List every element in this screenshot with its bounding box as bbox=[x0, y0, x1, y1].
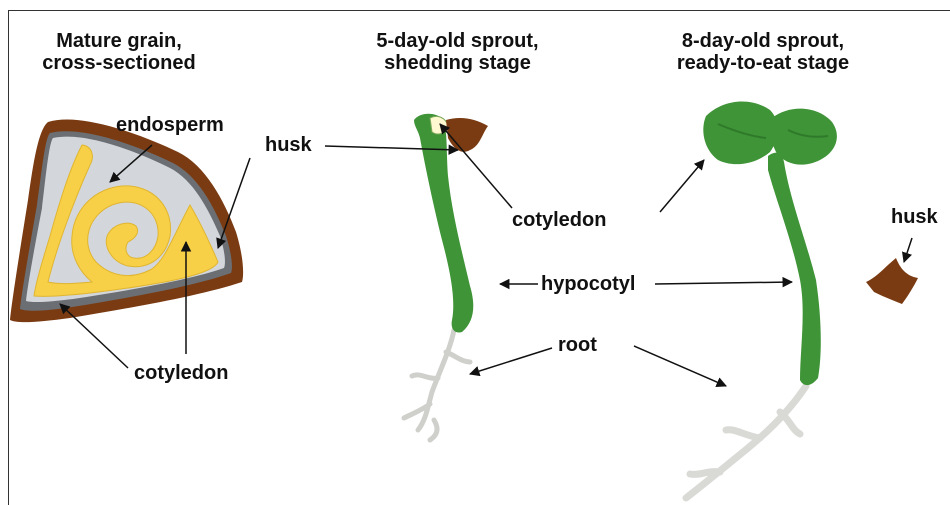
label-root: root bbox=[558, 334, 597, 356]
sprout-5-day bbox=[404, 114, 488, 440]
sprout5-title: 5-day-old sprout, shedding stage bbox=[350, 30, 565, 75]
sprout-8-day bbox=[686, 101, 837, 498]
sprout8-title: 8-day-old sprout, ready-to-eat stage bbox=[648, 30, 878, 75]
label-cotyledon-left: cotyledon bbox=[134, 362, 228, 384]
arrow-root-left bbox=[470, 348, 552, 374]
sprout-5-roots bbox=[404, 330, 470, 440]
grain-title: Mature grain, cross-sectioned bbox=[14, 30, 224, 75]
mature-grain-cross-section bbox=[10, 119, 243, 322]
label-endosperm: endosperm bbox=[116, 114, 224, 136]
sprout-8-hypocotyl bbox=[768, 153, 821, 385]
label-husk-left: husk bbox=[265, 134, 312, 156]
detached-husk bbox=[866, 258, 918, 304]
grain-title-line1: Mature grain, bbox=[14, 30, 224, 52]
arrow-root-right bbox=[634, 346, 726, 386]
sprout8-title-line2: ready-to-eat stage bbox=[648, 52, 878, 74]
arrow-hypocotyl-right bbox=[655, 282, 792, 284]
sprout5-title-line2: shedding stage bbox=[350, 52, 565, 74]
sprout-5-husk bbox=[446, 118, 488, 152]
sprout-8-root bbox=[686, 386, 806, 498]
sprout5-title-line1: 5-day-old sprout, bbox=[350, 30, 565, 52]
sprout-5-cotyledon-tip bbox=[430, 116, 448, 134]
arrow-husk-right bbox=[904, 238, 912, 262]
sprout8-title-line1: 8-day-old sprout, bbox=[648, 30, 878, 52]
arrow-cotyledon-sprout8 bbox=[660, 160, 704, 212]
label-husk-right: husk bbox=[891, 206, 938, 228]
label-cotyledon-center: cotyledon bbox=[512, 209, 606, 231]
grain-title-line2: cross-sectioned bbox=[14, 52, 224, 74]
label-hypocotyl: hypocotyl bbox=[541, 273, 635, 295]
